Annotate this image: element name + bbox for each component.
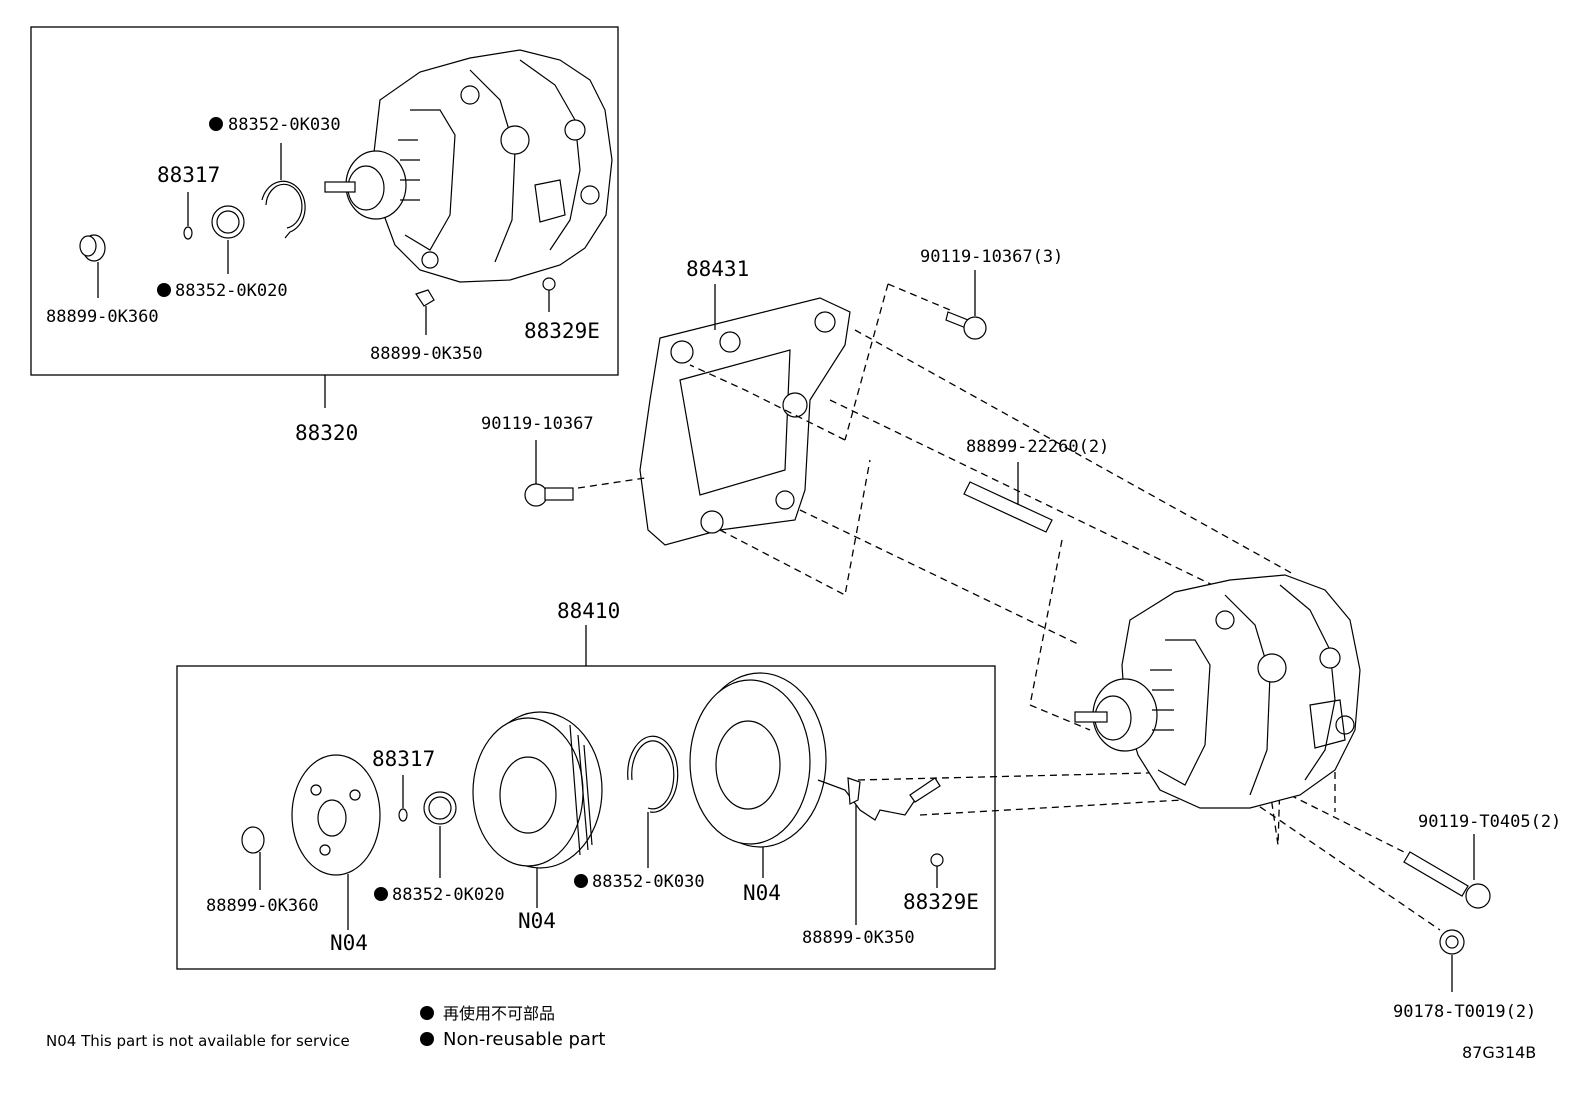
label-88317-top: 88317 (157, 163, 220, 187)
clutch-hub-shape (291, 754, 381, 876)
label-N04-hub: N04 (330, 931, 368, 955)
label-90119-T0405-2: 90119-T0405(2) (1418, 812, 1561, 832)
legend-en-text: Non-reusable part (443, 1029, 605, 1050)
label-90119-10367: 90119-10367 (481, 414, 594, 434)
compressor-top-illustration (324, 49, 613, 283)
non-reusable-dot (574, 874, 588, 888)
label-88352-0K020-top: 88352-0K020 (175, 281, 288, 301)
legend-jp-text: 再使用不可部品 (443, 1004, 555, 1023)
label-88899-22260-2: 88899-22260(2) (966, 437, 1109, 457)
bracket-88431-illustration (639, 297, 851, 546)
label-88899-0K350-bottom: 88899-0K350 (802, 928, 915, 948)
field-coil-shape (689, 672, 916, 848)
nut-90178-T0019-shape (1439, 929, 1465, 955)
non-reusable-dot (157, 283, 171, 297)
label-88329E-bottom: 88329E (903, 890, 979, 914)
legend-dot-en (420, 1032, 434, 1046)
footnote: N04 This part is not available for servi… (46, 1032, 350, 1050)
label-88352-0K020-bottom: 88352-0K020 (392, 885, 505, 905)
bolt-90119-10367-3-shape (945, 311, 987, 340)
label-88899-0K360-bottom: 88899-0K360 (206, 896, 319, 916)
label-88329E-top: 88329E (524, 319, 600, 343)
label-88899-0K360-top: 88899-0K360 (46, 307, 159, 327)
label-90178-T0019-2: 90178-T0019(2) (1393, 1002, 1536, 1022)
label-88352-0K030-top: 88352-0K030 (228, 115, 341, 135)
snap-ring-top-shape (261, 180, 306, 239)
bolt-90119-T0405-shape (1403, 851, 1491, 909)
label-90119-10367-3: 90119-10367(3) (920, 247, 1063, 267)
label-88431: 88431 (686, 257, 749, 281)
label-N04-coil: N04 (743, 881, 781, 905)
label-88410: 88410 (557, 599, 620, 623)
label-88320: 88320 (295, 421, 358, 445)
label-88317-bottom: 88317 (372, 747, 435, 771)
non-reusable-dot (209, 117, 223, 131)
stud-88899-22260-shape (963, 481, 1053, 533)
kit-box-88410 (176, 665, 996, 970)
label-N04-pulley: N04 (518, 909, 556, 933)
compressor-right-illustration (1074, 574, 1361, 809)
diagram-code: 87G314B (1462, 1043, 1536, 1062)
legend-dot-jp (420, 1006, 434, 1020)
pulley-shape (472, 711, 603, 869)
label-88899-0K350-top: 88899-0K350 (370, 344, 483, 364)
shim-top-shape (211, 205, 245, 239)
non-reusable-dot (374, 887, 388, 901)
bolt-90119-10367-shape (524, 483, 574, 507)
label-88352-0K030-bottom: 88352-0K030 (592, 872, 705, 892)
